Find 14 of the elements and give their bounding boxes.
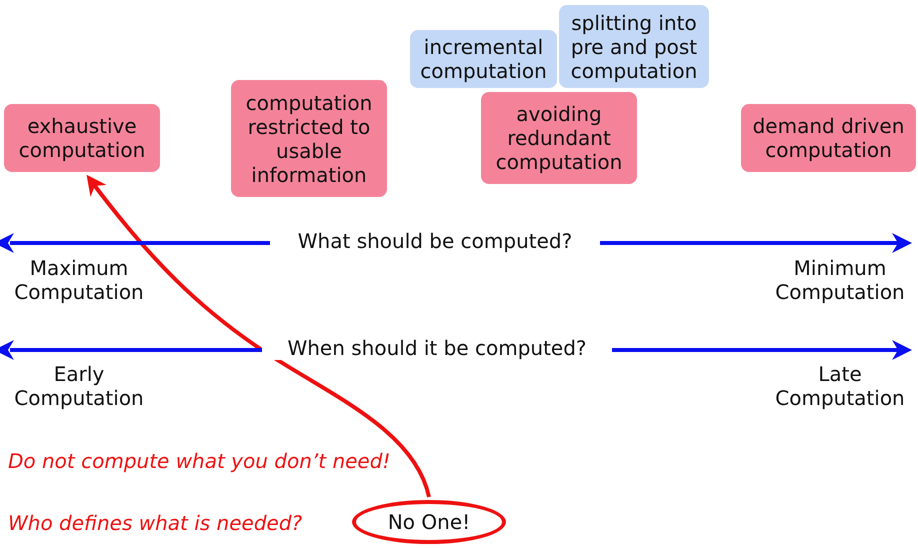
arrow [86,174,431,498]
technique-box: incremental computation [410,30,557,88]
strategy-box: exhaustive computation [4,104,160,172]
strategy-box: avoiding redundant computation [481,92,637,184]
scale-end-label: Early Computation [13,362,145,410]
note-text: Who defines what is needed? [8,511,304,535]
note-text: Do not compute what you don’t need! [8,449,392,473]
technique-box: splitting into pre and post computation [559,5,709,88]
ellipse-node: No One! [352,500,506,544]
scale-end-label: Minimum Computation [774,256,906,304]
scale-end-label: Late Computation [774,362,906,410]
strategy-box: computation restricted to usable information [231,80,387,197]
scale-end-label: Maximum Computation [13,256,145,304]
strategy-box: demand driven computation [741,104,916,172]
